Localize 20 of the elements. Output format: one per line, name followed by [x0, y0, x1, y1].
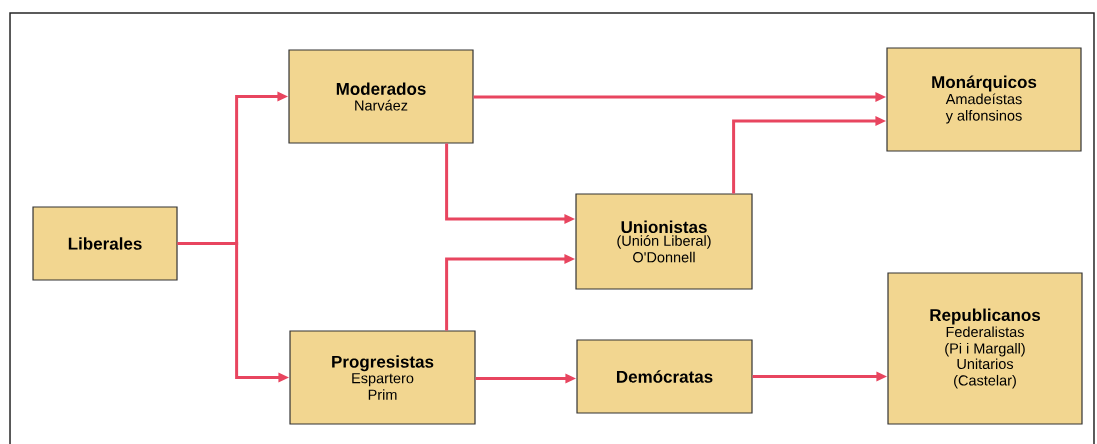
- party-box: [886, 47, 1082, 152]
- box-heading: Monárquicos: [932, 75, 1037, 92]
- box-heading: Liberales: [68, 237, 142, 250]
- party-box: [575, 193, 753, 290]
- party-box: [289, 330, 476, 425]
- box-text: Amadeístas y alfonsinos: [945, 93, 1022, 124]
- party-box: [576, 339, 753, 414]
- box-heading: Demócratas: [617, 370, 713, 383]
- party-box: [32, 206, 178, 281]
- box-text: Narváez: [355, 99, 408, 111]
- box-text: Federalistas (Pi i Margall): [945, 326, 1025, 357]
- party-box: [887, 272, 1083, 425]
- box-heading: Republicanos: [930, 308, 1041, 325]
- box-text: Espartero Prim: [352, 373, 414, 400]
- box-text: Unitarios (Castelar): [954, 358, 1016, 389]
- box-text: (Unión Liberal) O'Donnell: [617, 235, 711, 263]
- box-heading: Progresistas: [332, 355, 434, 372]
- party-box: [288, 49, 474, 144]
- box-heading: Moderados: [336, 82, 426, 95]
- box-heading: Unionistas: [621, 220, 707, 234]
